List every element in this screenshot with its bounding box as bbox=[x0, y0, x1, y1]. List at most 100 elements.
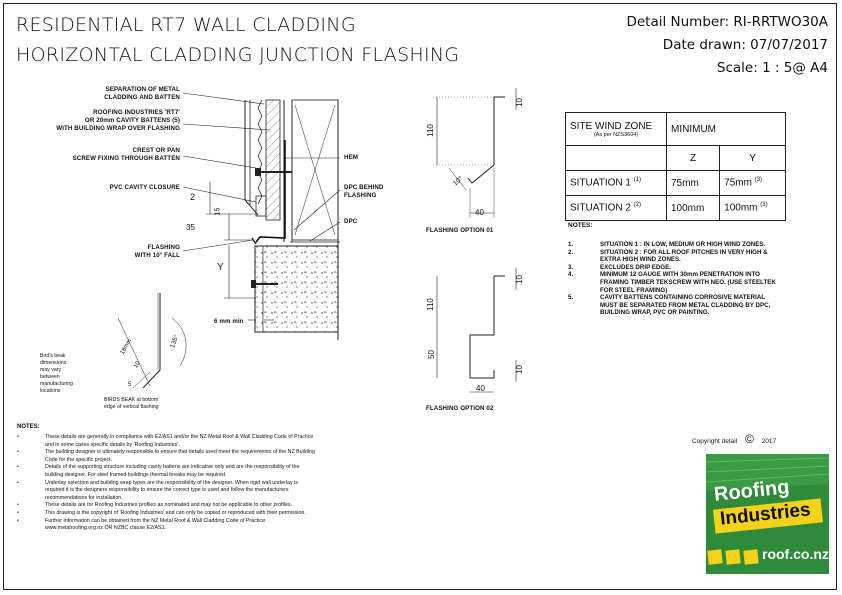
logo-graphic bbox=[706, 454, 829, 565]
label-separation-1: SEPARATION OF METAL bbox=[105, 86, 180, 93]
label-crest-1: CREST OR PAN bbox=[132, 147, 180, 154]
note-item: •Underlay selection and building wrap ty… bbox=[17, 479, 298, 486]
flashing-option-02-profile bbox=[436, 268, 517, 393]
beak-note-5: manufacturing bbox=[40, 381, 73, 387]
table-row-situation-2: SITUATION 2 (2) bbox=[565, 195, 667, 221]
label-pvc-closure: PVC CAVITY CLOSURE bbox=[109, 184, 180, 191]
copyright-year: 2017 bbox=[761, 438, 777, 445]
table-col-y: Y bbox=[719, 145, 786, 171]
note-item: 3.EXCLUDES DRIP EDGE. bbox=[568, 263, 672, 271]
opt1-dim-10: 10 bbox=[514, 98, 524, 107]
note-item: 2.SITUATION 2 : FOR ALL ROOF PITCHES IN … bbox=[568, 248, 768, 256]
note-item: www.metalroofing.org.nz OR NZBC clause E… bbox=[45, 525, 166, 532]
copyright-text: Copyright detail bbox=[692, 438, 738, 445]
notes-right: NOTES: 1.SITUATION 1 : IN LOW, MEDIUM OR… bbox=[568, 222, 818, 317]
dim-y: Y bbox=[217, 262, 224, 273]
note-item: •Details of the supporting structure inc… bbox=[17, 464, 300, 471]
label-dpc-behind-2: FLASHING bbox=[344, 192, 377, 199]
note-item: recommendations for installation. bbox=[45, 494, 123, 501]
beak-dim-5: 5 bbox=[128, 382, 132, 388]
caption-flashing-option-02: FLASHING OPTION 02 bbox=[426, 405, 494, 412]
caption-flashing-option-01: FLASHING OPTION 01 bbox=[426, 227, 494, 234]
table-cell-r2-z: 100mm bbox=[665, 195, 721, 221]
table-cell-r1-z: 75mm bbox=[665, 170, 721, 196]
label-roofing-1: ROOFING INDUSTRIES 'RT7' bbox=[93, 109, 180, 116]
copyright-icon: © bbox=[744, 432, 754, 446]
copyright-line: Copyright detail © 2017 bbox=[692, 432, 776, 446]
label-roofing-2: OR 20mm CAVITY BATTENS (5) bbox=[84, 117, 180, 124]
beak-note-1: Bird's beak bbox=[40, 353, 66, 359]
note-item: 1.SITUATION 1 : IN LOW, MEDIUM OR HIGH W… bbox=[568, 241, 766, 248]
beak-note-6: locations bbox=[40, 388, 61, 394]
drawing-title-line-2: HORIZONTAL CLADDING JUNCTION FLASHING bbox=[16, 44, 460, 66]
opt2-dim-10-bottom: 10 bbox=[514, 365, 524, 374]
label-hem: HEM bbox=[344, 154, 359, 161]
beak-note-2: dimensions bbox=[40, 360, 67, 366]
label-separation-2: CLADDING AND BATTEN bbox=[104, 94, 180, 101]
note-item: BUILDING WRAP, PVC OR PAINTING. bbox=[600, 309, 710, 317]
opt2-dim-50: 50 bbox=[426, 350, 436, 359]
note-item: EXTRA HIGH WIND ZONES. bbox=[600, 256, 681, 264]
drawing-scale: Scale: 1 : 5@ A4 bbox=[716, 60, 828, 76]
birds-beak-detail bbox=[117, 293, 187, 389]
note-item: 4.MINIMUM 12 GAUGE WITH 30mm PENETRATION… bbox=[568, 271, 760, 279]
note-item: FOR STEEL FRAMING) bbox=[600, 286, 668, 294]
dimension-lines bbox=[206, 182, 274, 321]
opt2-dim-40: 40 bbox=[476, 384, 485, 393]
beak-caption-2: edge of vertical flashing bbox=[104, 404, 159, 410]
date-drawn: Date drawn: 07/07/2017 bbox=[662, 37, 828, 53]
note-item: required it is the designers responsibil… bbox=[45, 487, 289, 494]
label-crest-2: SCREW FIXING THROUGH BATTEN bbox=[72, 155, 180, 162]
opt1-dim-40: 40 bbox=[475, 208, 484, 217]
note-item: FRAMING TIMBER TEKSCREW WITH NEO. (USE S… bbox=[600, 278, 776, 286]
note-item: building designer. For steel framed buil… bbox=[45, 471, 227, 478]
logo-url: roof.co.nz bbox=[762, 546, 829, 562]
beak-note-4: between bbox=[40, 374, 60, 380]
dim-35: 35 bbox=[186, 223, 195, 232]
label-6mm-min: 6 mm min bbox=[214, 318, 244, 325]
detail-number: Detail Number: RI-RRTWO30A bbox=[626, 14, 828, 30]
drawing-title-line-1: RESIDENTIAL RT7 WALL CLADDING bbox=[16, 14, 356, 36]
beak-caption-1: BIRDS BEAK at bottom bbox=[104, 397, 159, 403]
upper-wall-cladding bbox=[244, 99, 263, 216]
leader-lines bbox=[182, 92, 341, 252]
label-flashing-2: WITH 10° FALL bbox=[134, 252, 180, 259]
notes-bottom: NOTES: •These details are generally in c… bbox=[17, 424, 437, 533]
note-item: 5.CAVITY BATTENS CONTAINING CORROSIVE MA… bbox=[568, 294, 766, 302]
roofing-industries-logo: Roofing Industries roof.co.nz bbox=[706, 454, 829, 574]
drawing-border bbox=[3, 3, 837, 590]
table-col-z: Z bbox=[665, 145, 721, 171]
cavity-batten bbox=[265, 99, 281, 221]
lower-concrete-wall bbox=[254, 245, 339, 333]
dim-2: 2 bbox=[190, 192, 196, 202]
note-item: Code for the specific project. bbox=[45, 456, 113, 463]
flashing bbox=[255, 140, 286, 243]
label-flashing-1: FLASHING bbox=[147, 244, 180, 251]
opt1-dim-110: 110 bbox=[425, 124, 435, 137]
note-item: and in some cases specific details by 'R… bbox=[45, 441, 180, 448]
note-item: •Further information can be obtained fro… bbox=[17, 517, 267, 524]
opt2-dim-110: 110 bbox=[425, 298, 435, 311]
table-header-minimum: MINIMUM bbox=[666, 112, 786, 146]
table-row-situation-1: SITUATION 1 (1) bbox=[565, 170, 667, 196]
note-item: •These details are generally in complian… bbox=[17, 434, 314, 440]
note-item: •The building designer is ultimately res… bbox=[17, 449, 315, 456]
wind-zone-table: SITE WIND ZONE (As per NZS3604) MINIMUM … bbox=[565, 112, 786, 221]
note-item: MUST BE SEPARATED FROM METAL CLADDING BY… bbox=[600, 301, 771, 309]
note-item: •This drawing is the copyright of 'Roofi… bbox=[17, 509, 306, 516]
dim-15: 15 bbox=[214, 207, 222, 216]
table-cell-r1-y: 75mm (3) bbox=[719, 170, 786, 196]
label-dpc-behind-1: DPC BEHIND bbox=[344, 184, 384, 191]
beak-note-3: may vary bbox=[40, 367, 62, 373]
label-roofing-3: WITH BUILDING WRAP OVER FLASHING bbox=[56, 125, 180, 132]
table-header-wind-zone: SITE WIND ZONE (As per NZS3604) bbox=[565, 112, 667, 146]
notes-bottom-heading: NOTES: bbox=[17, 424, 40, 430]
opt2-dim-10-top: 10 bbox=[514, 275, 524, 284]
note-item: •These details are for Roofing Industrie… bbox=[17, 502, 293, 509]
screw-fixing bbox=[255, 168, 292, 176]
label-dpc: DPC bbox=[344, 218, 358, 225]
table-cell-r2-y: 100mm (3) bbox=[719, 195, 786, 221]
notes-right-heading: NOTES: bbox=[568, 222, 593, 229]
flashing-option-01-profile bbox=[433, 88, 517, 218]
